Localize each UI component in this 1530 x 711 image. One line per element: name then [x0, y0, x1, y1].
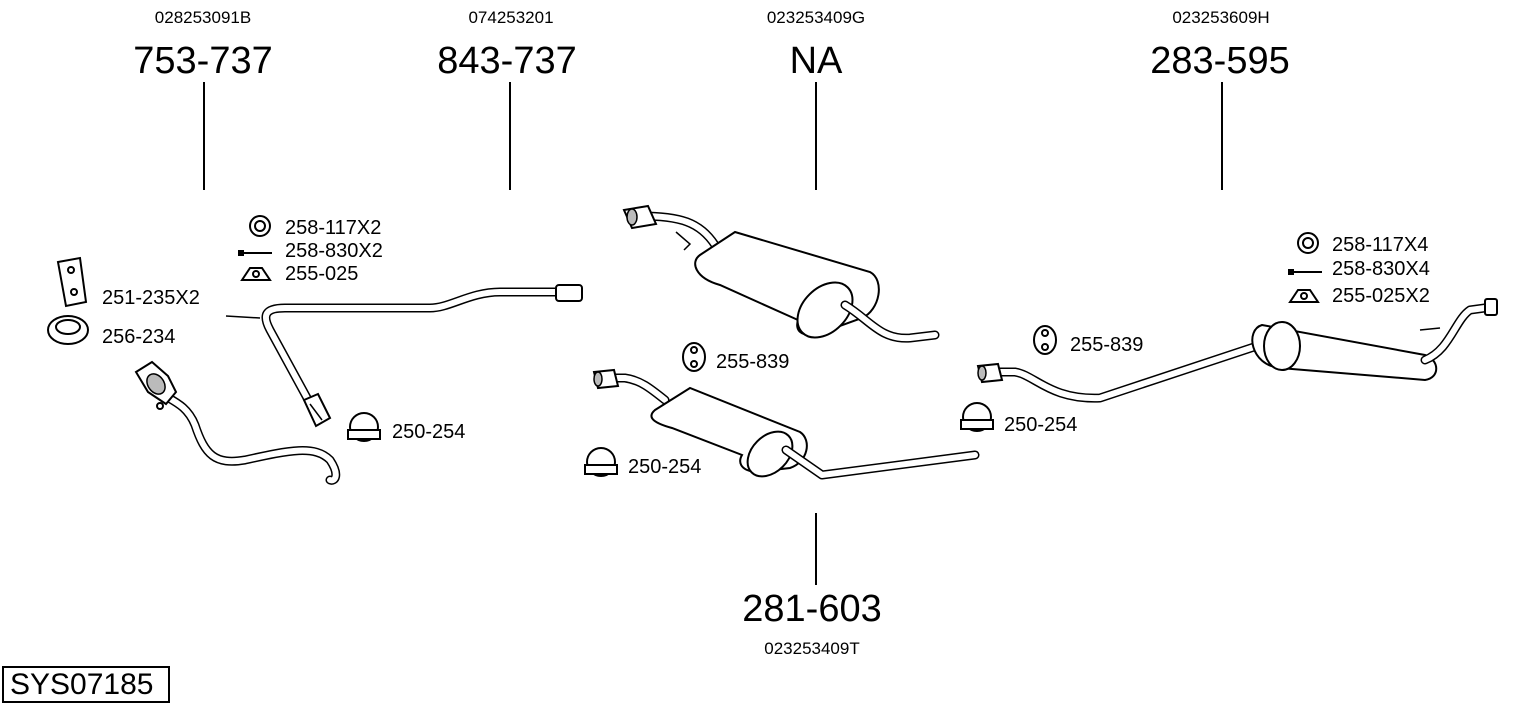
part-number-pipe1[interactable]: 843-737: [437, 40, 576, 82]
flange-icon: [56, 256, 88, 308]
middle-silencer[interactable]: [622, 204, 940, 348]
accessory-label[interactable]: 258-830X2: [285, 240, 383, 262]
accessory-label[interactable]: 250-254: [1004, 414, 1077, 436]
accessory-label[interactable]: 255-025X2: [1332, 285, 1430, 307]
clamp-icon: [347, 412, 381, 442]
part-number-centre[interactable]: 281-603: [742, 588, 881, 630]
rubber-mount-icon: [682, 342, 706, 372]
clamp-icon: [960, 402, 994, 432]
bolt-icon: [238, 250, 272, 256]
ring-icon: [249, 215, 271, 237]
accessory-label[interactable]: 255-025: [285, 263, 358, 285]
part-number-front[interactable]: 753-737: [133, 40, 272, 82]
accessory-label[interactable]: 258-117X2: [285, 217, 381, 239]
front-pipe[interactable]: [225, 284, 583, 428]
clamp-icon: [584, 447, 618, 477]
oem-number-mid: 023253409G: [767, 8, 865, 27]
oem-number-pipe1: 074253201: [468, 8, 553, 27]
accessory-label[interactable]: 250-254: [392, 421, 465, 443]
accessory-label[interactable]: 250-254: [628, 456, 701, 478]
bolt-icon: [1288, 269, 1322, 275]
rear-silencer[interactable]: [976, 298, 1498, 403]
oem-number-front: 028253091B: [155, 8, 251, 27]
accessory-label[interactable]: 255-839: [1070, 334, 1143, 356]
accessory-label[interactable]: 256-234: [102, 326, 175, 348]
front-downpipe[interactable]: [134, 360, 341, 485]
centre-silencer[interactable]: [592, 368, 980, 485]
oem-number-centre: 023253409T: [764, 639, 859, 658]
system-code-box: SYS07185: [2, 666, 170, 703]
accessory-label[interactable]: 255-839: [716, 351, 789, 373]
bracket-icon: [240, 267, 272, 281]
part-number-rear[interactable]: 283-595: [1150, 40, 1289, 82]
accessory-label[interactable]: 251-235X2: [102, 287, 200, 309]
gasket-icon: [47, 315, 89, 345]
oem-number-rear: 023253609H: [1172, 8, 1269, 27]
ring-icon: [1297, 232, 1319, 254]
part-number-mid[interactable]: NA: [790, 40, 843, 82]
system-code: SYS07185: [10, 668, 154, 701]
rubber-mount-icon: [1033, 325, 1057, 355]
accessory-label[interactable]: 258-117X4: [1332, 234, 1428, 256]
accessory-label[interactable]: 258-830X4: [1332, 258, 1430, 280]
bracket-icon: [1288, 289, 1320, 303]
